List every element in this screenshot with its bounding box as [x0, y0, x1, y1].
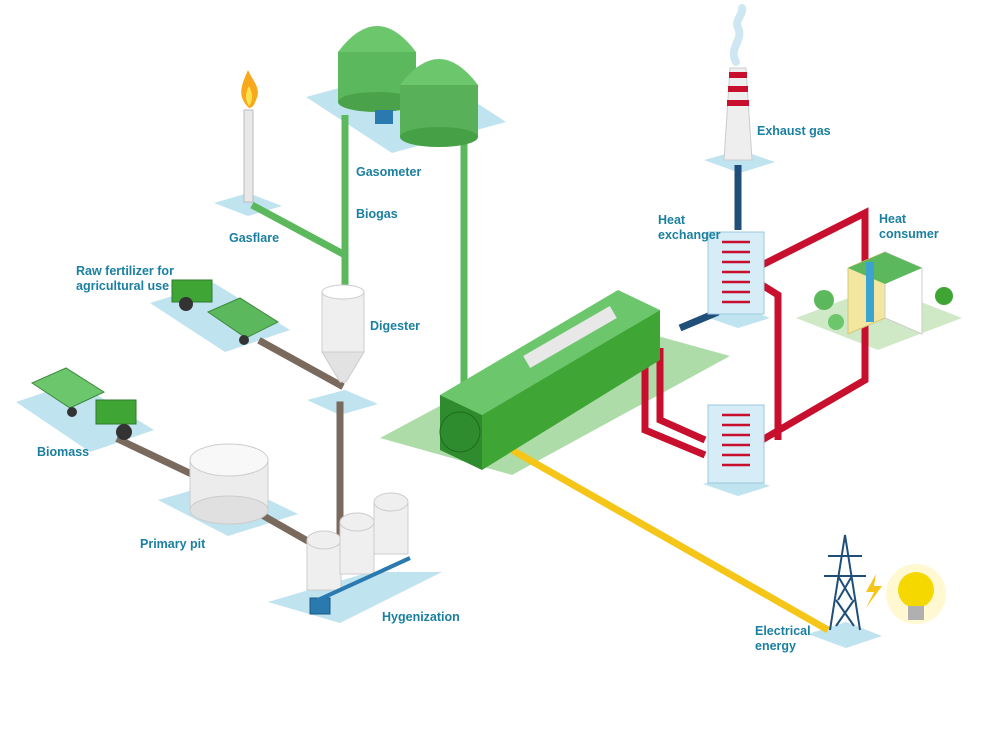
fertilizer-tractor-wheel — [179, 297, 193, 311]
pylon-frame — [829, 534, 861, 631]
gas-pump — [375, 110, 393, 124]
flame-core — [245, 86, 253, 106]
chimney — [723, 4, 753, 161]
fertilizer-tractor — [171, 279, 280, 345]
biomass-trailer — [30, 367, 106, 409]
fertilizer-tractor-body — [171, 279, 213, 303]
engine-side — [482, 310, 660, 470]
exhaust-pipes — [678, 165, 742, 332]
tree-2 — [935, 287, 953, 305]
engine-exhaust-pipe — [678, 308, 720, 332]
engine-hot-1 — [641, 356, 707, 459]
gasflare-pole — [243, 109, 254, 203]
fertilizer-trailer-wheel — [239, 335, 249, 345]
primary-pit — [189, 443, 269, 525]
light-bulb-icon — [886, 564, 946, 624]
exchanger-top-coil — [722, 240, 750, 304]
gas-tank-2-base — [400, 127, 478, 147]
biomass-tractor — [30, 367, 137, 440]
label-biogas: Biogas — [356, 207, 398, 221]
biomass-tractor-body — [95, 399, 137, 425]
bulb-base — [908, 606, 924, 620]
exhaust-platform — [704, 150, 775, 173]
exchanger-bottom-coil — [722, 413, 750, 467]
label-primary-pit: Primary pit — [140, 537, 206, 551]
label-biomass: Biomass — [37, 445, 90, 459]
gas-pipes — [250, 115, 468, 392]
label-hygenization: Hygenization — [382, 610, 460, 624]
hygenization-tanks — [306, 492, 411, 615]
label-gasflare: Gasflare — [229, 231, 280, 245]
gasflare-pipe — [250, 201, 347, 259]
pylon-lattice — [835, 575, 855, 627]
biomass-pipe — [115, 435, 205, 483]
chimney-band-1 — [729, 72, 747, 78]
engine-hot-2 — [656, 348, 707, 444]
chimney-body — [723, 67, 753, 161]
tree-3 — [828, 314, 844, 330]
gas-tank-2-dome — [400, 59, 478, 85]
hyg-tank-3-top — [373, 492, 409, 512]
hyg-tank-1-top — [306, 530, 342, 550]
label-exhaust-gas: Exhaust gas — [757, 124, 831, 138]
label-heat-consumer: Heat consumer — [879, 212, 939, 241]
engine-intake — [523, 305, 617, 369]
power-pylon — [824, 534, 866, 631]
label-heat-exchanger: Heat exchanger — [658, 213, 721, 242]
heat-exchanger-bottom — [707, 404, 765, 484]
hyg-pipework — [317, 556, 411, 602]
gas-engine — [439, 290, 660, 470]
pit-bottom — [189, 495, 269, 525]
hyg-tank-2-top — [339, 512, 375, 532]
label-raw-fertilizer: Raw fertilizer for agricultural use — [76, 264, 174, 293]
smoke-icon — [729, 4, 747, 66]
biomass-trailer-wheel — [67, 407, 77, 417]
chimney-band-2 — [728, 86, 748, 92]
digester-cone — [321, 351, 365, 383]
label-digester: Digester — [370, 319, 421, 333]
generator-end — [439, 411, 481, 453]
digester-top — [321, 284, 365, 300]
gasflare — [241, 70, 258, 203]
heat-consumer — [814, 251, 953, 335]
building-accent — [866, 262, 874, 322]
bulb-glass — [898, 572, 934, 608]
digester-body — [321, 291, 365, 353]
label-gasometer: Gasometer — [356, 165, 422, 179]
label-electrical-energy: Electrical energy — [755, 624, 811, 653]
hot-loop-inner — [760, 282, 782, 440]
lightning-icon — [866, 574, 882, 608]
gasometer-tanks — [338, 26, 478, 147]
fertilizer-pipe — [257, 337, 345, 390]
digester — [321, 284, 365, 383]
gas-tank-1-dome — [338, 26, 416, 52]
electric-cable — [510, 446, 830, 634]
chimney-band-3 — [727, 100, 749, 106]
heat-exchanger-top — [707, 231, 765, 315]
platforms — [16, 66, 962, 648]
biomass-tractor-wheel — [116, 424, 132, 440]
tree-1 — [814, 290, 834, 310]
fertilizer-trailer — [206, 297, 280, 339]
pit-top — [189, 443, 269, 477]
gas-tank-1-base — [338, 92, 416, 112]
